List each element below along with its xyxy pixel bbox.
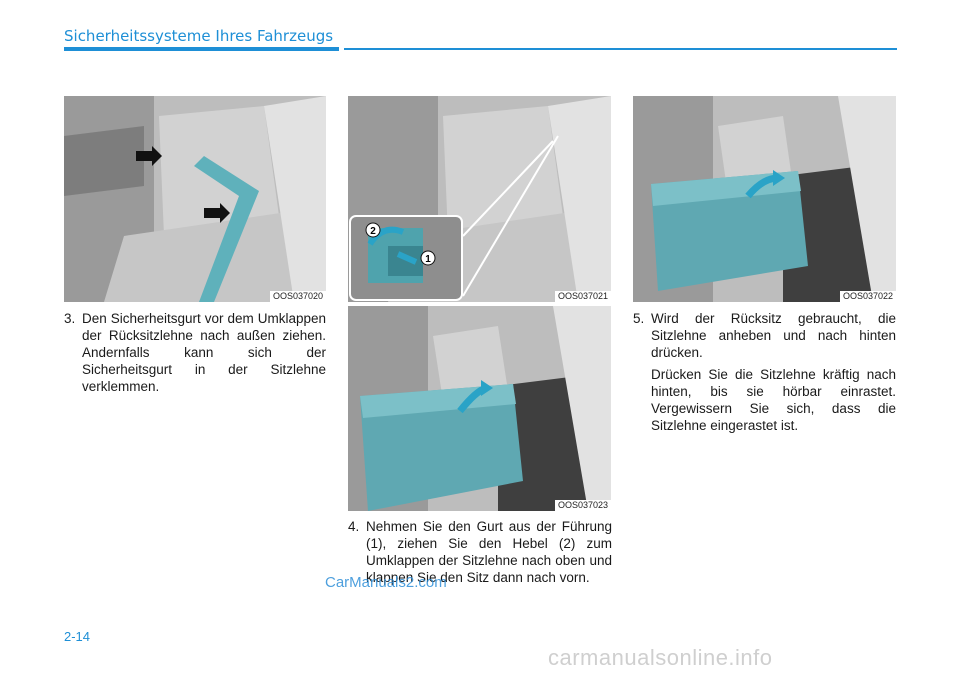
page-number: 2-14	[64, 629, 91, 644]
step-number: 3.	[64, 311, 76, 326]
step-text-continued: Drücken Sie die Sitzlehne kräftig nach h…	[651, 367, 896, 433]
step-4: 4. Nehmen Sie den Gurt aus der Führung (…	[348, 518, 612, 586]
watermark-carmanuals2: CarManuals2.com	[325, 574, 447, 591]
figure-code: OOS037021	[554, 291, 611, 302]
step-text: Wird der Rücksitz gebraucht, die Sitzleh…	[651, 311, 896, 360]
callout-1: 1	[425, 254, 431, 265]
callout-2: 2	[370, 226, 376, 237]
rear-seat-illustration	[64, 96, 326, 302]
seatback-raise-illustration	[633, 96, 896, 302]
step-3: 3. Den Sicherheitsgurt vor dem Umklappen…	[64, 310, 326, 395]
seat-folded-illustration	[348, 306, 611, 511]
lever-illustration: 2 1	[348, 96, 611, 302]
figure-code: OOS037020	[269, 291, 326, 302]
step-text: Nehmen Sie den Gurt aus der Führung (1),…	[366, 519, 612, 585]
step-number: 4.	[348, 519, 360, 534]
figure-seatback-raise: OOS037022	[633, 96, 896, 302]
figure-seatbelt-outward: OOS037020	[64, 96, 326, 302]
step-5: 5. Wird der Rücksitz gebraucht, die Sitz…	[633, 310, 896, 434]
figure-seat-folded: OOS037023	[348, 306, 611, 511]
figure-lever-inset: 2 1 OOS037021	[348, 96, 611, 302]
figure-code: OOS037023	[554, 500, 611, 511]
header-rule-thin	[344, 48, 897, 50]
step-number: 5.	[633, 311, 645, 326]
header-rule-thick	[64, 47, 339, 51]
watermark-carmanualsonline: carmanualsonline.info	[548, 645, 773, 670]
section-title: Sicherheitssysteme Ihres Fahrzeugs	[64, 27, 334, 45]
figure-code: OOS037022	[839, 291, 896, 302]
step-text: Den Sicherheitsgurt vor dem Umklappen de…	[82, 311, 326, 394]
